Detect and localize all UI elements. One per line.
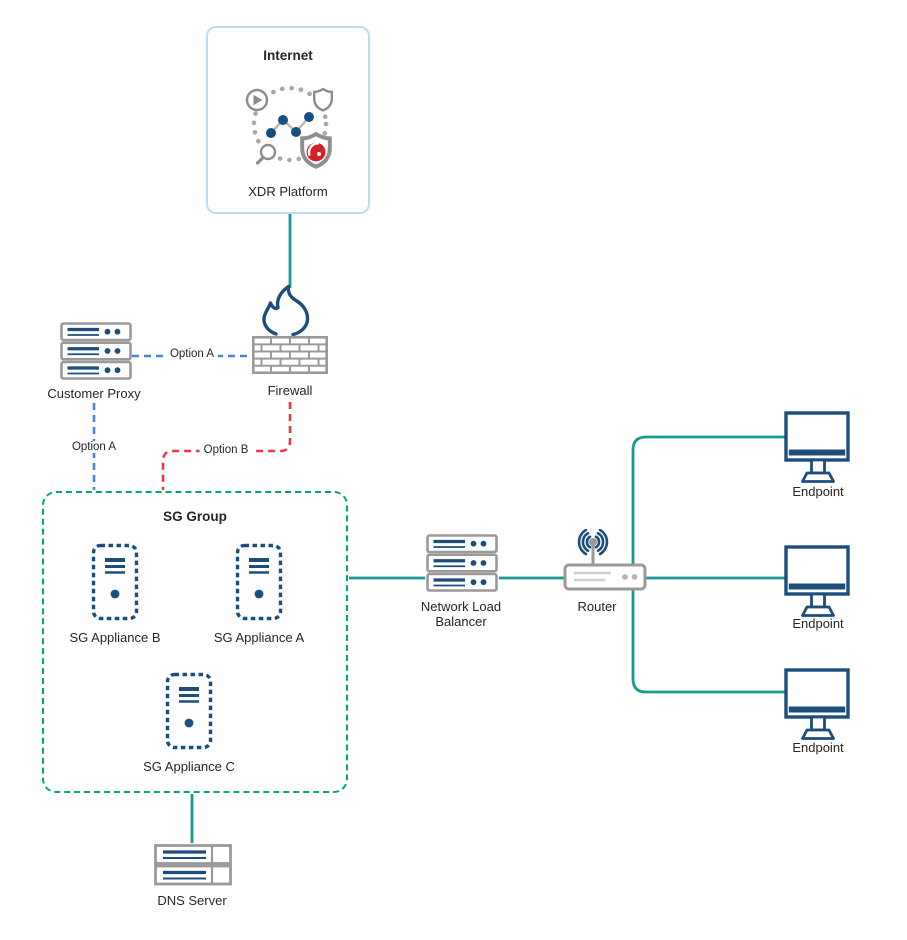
- endpoint-bottom-label: Endpoint: [792, 740, 844, 755]
- sg-appliance-c-label: SG Appliance C: [143, 759, 235, 774]
- network-load-balancer-label: Network Load Balancer: [420, 599, 502, 629]
- flame-icon: [262, 284, 310, 337]
- trend-shield-icon: [300, 131, 332, 169]
- sg-group-title: SG Group: [163, 509, 227, 524]
- internet-group-box: Internet: [206, 26, 370, 214]
- endpoint-middle-label: Endpoint: [792, 616, 844, 631]
- sg-group-box: SG Group SG Appliance B SG Appliance A: [42, 491, 348, 793]
- customer-proxy-icon: [60, 322, 132, 380]
- option-a-horizontal-label: Option A: [165, 348, 219, 360]
- option-b-label: Option B: [199, 444, 253, 456]
- magnifier-icon: [255, 143, 277, 165]
- brick-wall-icon: [251, 335, 329, 375]
- router-icon: [563, 529, 647, 591]
- shield-outline-icon: [313, 87, 333, 112]
- option-a-vertical-label: Option A: [67, 441, 121, 453]
- wifi-waves-icon: [577, 529, 609, 556]
- endpoint-top-label: Endpoint: [792, 484, 844, 499]
- sg-appliance-a-icon: [235, 543, 283, 621]
- endpoint-bottom-icon: [784, 668, 850, 740]
- endpoint-middle-icon: [784, 545, 850, 617]
- link-trunk-endpoints: [631, 435, 785, 694]
- xdr-platform-icon: [245, 85, 333, 169]
- router-label: Router: [577, 599, 617, 614]
- network-graph-icon: [270, 116, 310, 134]
- sg-appliance-a-label: SG Appliance A: [213, 630, 305, 645]
- sg-appliance-b-label: SG Appliance B: [69, 630, 161, 645]
- dns-server-icon: [154, 844, 232, 886]
- firewall-icon: [251, 284, 329, 375]
- internet-title: Internet: [263, 48, 313, 63]
- sg-appliance-b-icon: [91, 543, 139, 621]
- sg-appliance-c-icon: [165, 672, 213, 750]
- dns-server-label: DNS Server: [157, 893, 227, 908]
- customer-proxy-label: Customer Proxy: [47, 386, 141, 401]
- xdr-platform-label: XDR Platform: [248, 184, 328, 199]
- endpoint-top-icon: [784, 411, 850, 483]
- network-load-balancer-icon: [426, 534, 498, 592]
- firewall-label: Firewall: [267, 383, 313, 398]
